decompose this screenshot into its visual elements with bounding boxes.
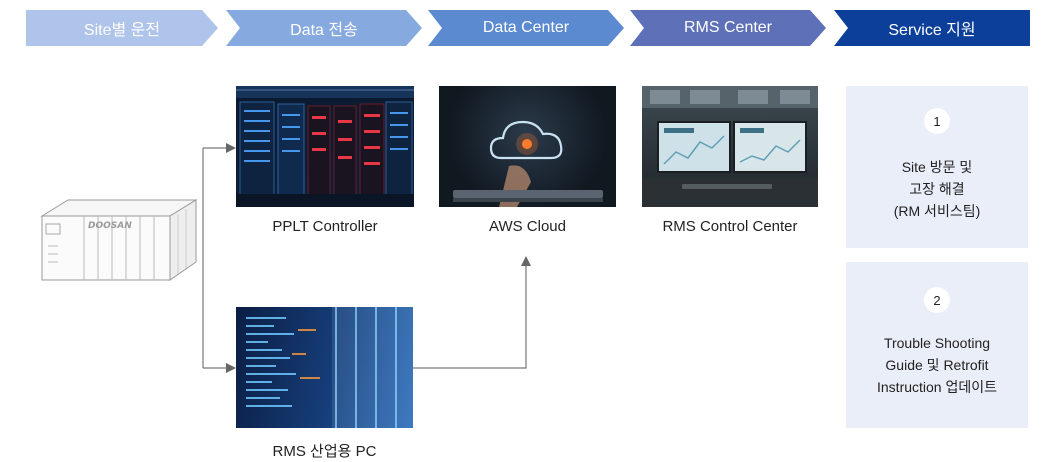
chevron-shape (26, 10, 218, 46)
step-data-transfer: Data 전송 (226, 10, 422, 46)
step-rms-center: RMS Center (630, 10, 826, 46)
unit-brand-logo: DOOSAN (88, 221, 132, 231)
service-line: Trouble Shooting (883, 335, 991, 351)
aws-cloud-caption: AWS Cloud (489, 218, 566, 235)
service-description: Trouble Shooting Guide 및 Retrofit Instru… (846, 332, 1028, 398)
step-label: Service 지원 (888, 22, 976, 39)
rms-control-center-image (642, 86, 818, 207)
chevron-shape (428, 10, 624, 46)
service-number-badge: 1 (924, 108, 950, 134)
chevron-shape (834, 10, 1030, 46)
step-label: Data Center (482, 19, 570, 36)
rms-control-center-caption: RMS Control Center (662, 218, 798, 235)
service-panel-troubleshooting: 2 Trouble Shooting Guide 및 Retrofit Inst… (846, 262, 1028, 428)
fuel-cell-unit-illustration: DOOSAN (40, 199, 198, 281)
aws-cloud-image (439, 86, 616, 207)
service-description: Site 방문 및 고장 해결 (RM 서비스팀) (846, 156, 1028, 222)
service-line: Guide 및 Retrofit (885, 357, 989, 373)
service-number-badge: 2 (924, 287, 950, 313)
service-line: Site 방문 및 (901, 159, 973, 175)
step-label: Data 전송 (290, 22, 358, 39)
step-data-center: Data Center (428, 10, 624, 46)
pplt-controller-image (236, 86, 414, 207)
service-panel-site-visit: 1 Site 방문 및 고장 해결 (RM 서비스팀) (846, 86, 1028, 248)
service-line: Instruction 업데이트 (877, 379, 997, 395)
process-flow: Site별 운전 Data 전송 Data Center RMS Center … (0, 0, 1041, 48)
step-site-operation: Site별 운전 (26, 10, 218, 46)
chevron-shape (226, 10, 422, 46)
cloud-icon (489, 120, 563, 160)
pplt-controller-caption: PPLT Controller (272, 218, 378, 235)
chevron-shape (630, 10, 826, 46)
service-line: 고장 해결 (909, 181, 965, 197)
service-line: (RM 서비스팀) (893, 203, 981, 219)
step-service-support: Service 지원 (834, 10, 1030, 46)
rms-industrial-pc-image (236, 307, 413, 428)
rms-industrial-pc-caption: RMS 산업용 PC (272, 443, 377, 460)
step-label: RMS Center (683, 19, 773, 36)
step-label: Site별 운전 (83, 22, 161, 39)
